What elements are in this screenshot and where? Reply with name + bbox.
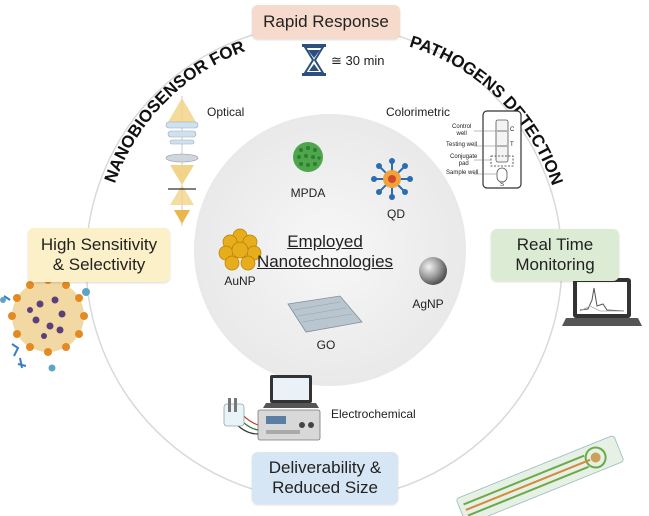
real-time-line2: Monitoring — [515, 255, 595, 274]
center-title: Employed Nanotechnologies — [255, 232, 395, 273]
deliverability-line2: Reduced Size — [272, 478, 378, 497]
rapid-response-label: Rapid Response — [263, 12, 389, 32]
high-sensitivity-line1: High Sensitivity — [40, 235, 158, 255]
real-time-line1: Real Time — [516, 235, 594, 255]
optical-label: Optical — [207, 105, 245, 119]
electrochemical-workstation-icon — [223, 375, 321, 441]
real-time-box: Real Time Monitoring — [491, 229, 619, 281]
go-label: GO — [316, 338, 336, 352]
center-title-line2: Nanotechnologies — [256, 252, 394, 272]
test-strip-icon — [474, 110, 522, 189]
virus-particle-icon — [0, 267, 90, 372]
hourglass-icon — [302, 44, 326, 76]
optical-lens-icon — [165, 96, 199, 226]
center-title-line1: Employed — [287, 232, 363, 251]
rapid-response-box: Rapid Response — [252, 5, 400, 39]
laptop-monitor-icon — [562, 278, 642, 326]
qd-label: QD — [387, 207, 405, 221]
deliverability-box: Deliverability & Reduced Size — [252, 452, 398, 504]
gold-nanoparticle-icon — [218, 228, 262, 271]
strip-control-letter: C — [510, 127, 515, 133]
mpda-particle-icon — [293, 142, 323, 172]
strip-test-letter: T — [510, 142, 514, 148]
time-label: ≅ 30 min — [331, 53, 385, 68]
agnp-label: AgNP — [412, 297, 444, 311]
colorimetric-label: Colorimetric — [386, 105, 451, 119]
aunp-label: AuNP — [224, 274, 256, 288]
strip-testing-label: Testing well — [446, 142, 478, 148]
mpda-label: MPDA — [290, 186, 326, 200]
strip-sample-letter: S — [500, 182, 505, 188]
quantum-dot-icon — [371, 158, 413, 200]
graphene-oxide-icon — [287, 295, 363, 333]
high-sensitivity-line2: & Selectivity — [52, 255, 146, 274]
deliverability-line1: Deliverability & — [268, 458, 382, 478]
electrochemical-label: Electrochemical — [331, 407, 416, 421]
printed-electrode-icon — [456, 435, 624, 516]
high-sensitivity-box: High Sensitivity & Selectivity — [28, 228, 170, 282]
silver-nanoparticle-icon — [419, 257, 447, 285]
strip-sample-label: Sample well — [446, 170, 479, 176]
